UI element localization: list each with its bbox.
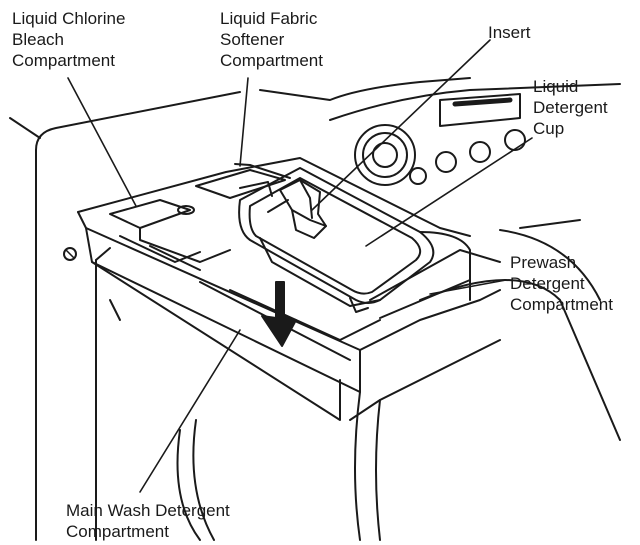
control-dial-icon — [354, 124, 416, 186]
label-liquid-chlorine-bleach-compartment: Liquid Chlorine Bleach Compartment — [12, 9, 126, 70]
leader-bleach — [67, 77, 137, 207]
label-prewash-detergent-compartment: Prewash Detergent Compartment — [510, 253, 613, 314]
button-icon — [469, 141, 491, 163]
washer-body — [9, 77, 471, 541]
leader-prewash — [429, 279, 507, 295]
washer-door — [349, 219, 621, 541]
screw-icon — [63, 247, 77, 261]
button-icon — [504, 129, 526, 151]
cup-insert — [267, 179, 327, 239]
label-main-wash-detergent-compartment: Main Wash Detergent Compartment — [66, 501, 230, 541]
label-liquid-fabric-softener-compartment: Liquid Fabric Softener Compartment — [220, 9, 323, 70]
leader-main-wash — [139, 329, 241, 493]
control-panel — [329, 83, 621, 186]
leader-liquid-cup — [365, 137, 533, 247]
dispenser-drawer — [77, 157, 501, 421]
label-insert: Insert — [488, 23, 531, 42]
button-icon — [409, 167, 427, 185]
leader-insert — [311, 39, 491, 211]
label-liquid-detergent-cup: Liquid Detergent Cup — [533, 77, 608, 138]
leader-softener — [239, 77, 249, 167]
washer-drum — [109, 299, 215, 541]
button-icon — [435, 151, 457, 173]
arrow-down-icon — [261, 281, 297, 347]
liquid-detergent-cup — [238, 167, 435, 313]
leader-lines — [67, 39, 533, 493]
